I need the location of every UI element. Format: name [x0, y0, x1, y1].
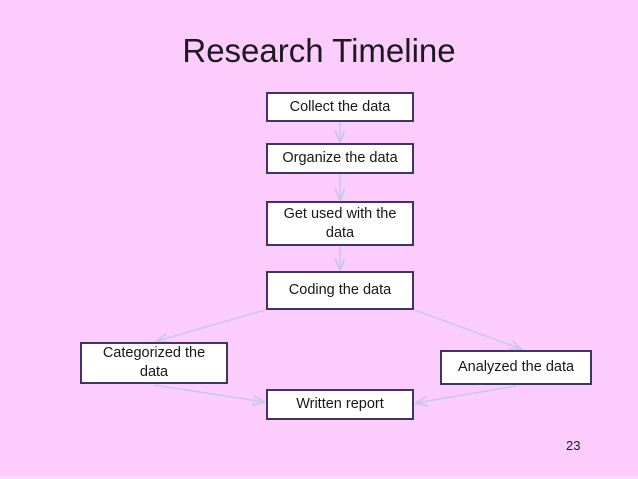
- edge-coding-to-categorized: [157, 309, 266, 341]
- page-number: 23: [566, 438, 581, 453]
- edge-categorized-to-written: [153, 384, 264, 402]
- slide-bottom-band: [0, 476, 638, 479]
- page-title: Research Timeline: [182, 32, 456, 69]
- node-collect-the-data[interactable]: Collect the data: [266, 92, 414, 122]
- node-label: Written report: [296, 396, 384, 412]
- edge-coding-to-analyzed: [414, 309, 521, 349]
- node-written-report[interactable]: Written report: [266, 389, 414, 420]
- node-label: Categorized the data: [102, 345, 206, 380]
- node-label: Analyzed the data: [457, 359, 575, 375]
- edge-analyzed-to-written: [416, 385, 517, 403]
- node-label: Get used with the data: [283, 205, 397, 241]
- node-categorized-the-data[interactable]: Categorized the data: [80, 342, 228, 384]
- node-label: Coding the data: [288, 282, 392, 298]
- node-organize-the-data[interactable]: Organize the data: [266, 143, 414, 174]
- node-label: Organize the data: [282, 150, 398, 166]
- node-coding-the-data[interactable]: Coding the data: [266, 271, 414, 310]
- node-label: Collect the data: [289, 98, 391, 115]
- node-analyzed-the-data[interactable]: Analyzed the data: [440, 350, 592, 385]
- node-get-used-with-the-data[interactable]: Get used with the data: [266, 201, 414, 246]
